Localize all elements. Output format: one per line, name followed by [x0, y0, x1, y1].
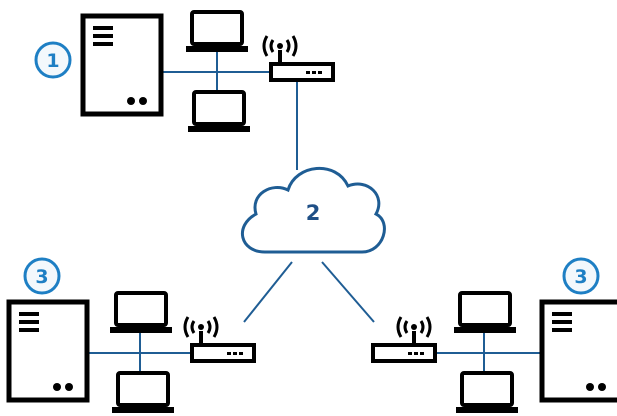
badge-1-label: 1 [46, 50, 59, 72]
left-site: 3 [9, 257, 256, 415]
router-icon [371, 343, 437, 363]
badge-1: 1 [34, 41, 72, 79]
server-icon [83, 16, 161, 114]
cloud-link-right [321, 261, 375, 323]
laptop-icon [186, 90, 252, 134]
wifi-icon [262, 34, 298, 66]
badge-3-left: 3 [23, 257, 61, 295]
cloud-link-left [243, 261, 293, 323]
badge-3-left-label: 3 [35, 266, 48, 288]
laptop-icon [108, 291, 174, 335]
server-icon [542, 302, 617, 400]
wifi-icon [396, 315, 432, 347]
top-site: 1 [34, 10, 335, 170]
cloud: 2 [240, 167, 386, 254]
badge-3-right-label: 3 [574, 266, 587, 288]
wifi-icon [183, 315, 219, 347]
cloud-icon [240, 167, 386, 254]
router-icon [190, 343, 256, 363]
server-icon [9, 302, 87, 400]
badge-3-right: 3 [562, 257, 600, 295]
laptop-icon [110, 371, 176, 415]
right-site: 3 [371, 257, 617, 415]
router-icon [269, 62, 335, 82]
laptop-icon [184, 10, 250, 54]
cloud-label: 2 [306, 201, 321, 225]
laptop-icon [454, 371, 520, 415]
laptop-icon [452, 291, 518, 335]
